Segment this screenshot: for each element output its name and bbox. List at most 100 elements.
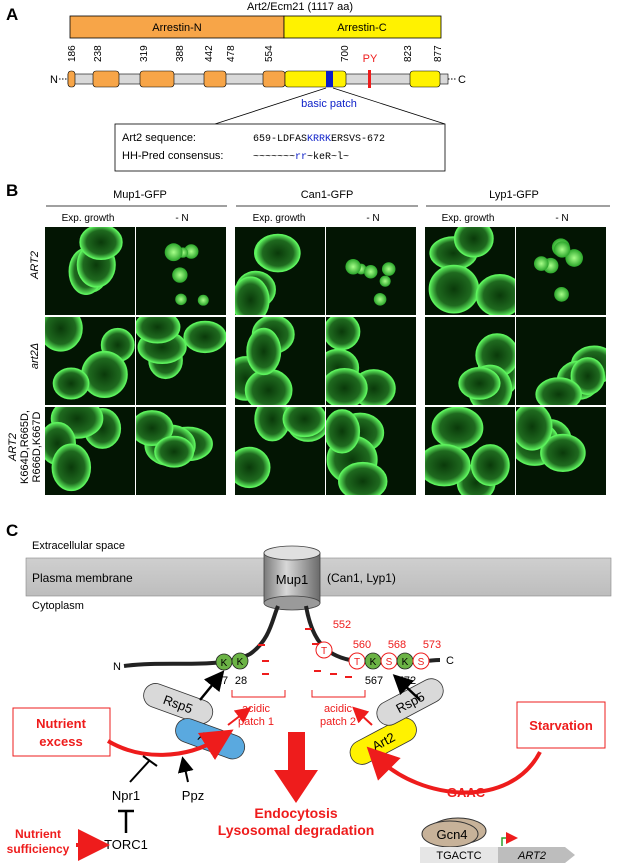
basic-patch-marker [326,71,333,87]
arrestin-n-label: Arrestin-N [152,22,202,34]
protein-backbone [67,73,449,85]
n-terminus: N [50,74,58,86]
vacuole-signal [565,249,584,267]
promoter [420,847,498,863]
micrograph-grid [45,227,606,495]
n-tail [123,605,280,668]
vacuole-signal [172,267,188,283]
num-567: 567 [365,675,383,687]
cond-label: - N [555,213,568,224]
arrestin-segment [139,70,175,88]
yeast-cell [136,317,181,344]
ub-arrow-right [392,674,421,701]
num-568: 568 [388,639,406,651]
vacuole-signal [379,275,391,287]
ub-arrow-left [199,670,225,701]
torc1-label: TORC1 [104,837,148,852]
acidic-patch-1: acidic [242,703,271,715]
yeast-cell [244,368,293,405]
ppz-label: Ppz [182,788,204,803]
vacuole-signal [363,264,378,279]
pos-442: 442 [204,45,215,62]
vacuole-signal [381,262,396,276]
art2-sequence: 659-LDFASKRRKERSVS-672 [253,134,385,145]
yeast-cell [235,446,271,489]
row-label-art2: ART2 [29,251,41,280]
svg-text:excess: excess [39,734,82,749]
excess-arrow [106,729,234,761]
pos-319: 319 [139,45,150,62]
pos-823: 823 [403,45,414,62]
mup1-label: Mup1 [276,572,309,587]
arrestin-c-domain [283,15,442,39]
yeast-cell [431,407,484,450]
num-552: 552 [333,619,351,631]
panel-b-letter: B [6,181,18,200]
vacuole-signal [554,286,569,302]
art2-gene-label: ART2 [517,850,546,862]
acidic-dashes [258,628,352,678]
lysosomal-label: Lysosomal degradation [218,822,375,838]
yeast-cell [81,350,128,398]
svg-text:Gcn4: Gcn4 [436,827,467,842]
vacuole-signal [175,293,187,306]
gaac-label: GAAC [447,785,486,800]
yeast-cell [475,274,515,315]
vacuole-signal [183,244,199,259]
yeast-cell [425,444,471,487]
paralogs-label: (Can1, Lyp1) [327,571,396,585]
panel-b: B Mup1-GFP Can1-GFP Lyp1-GFP Exp. growth… [6,181,610,503]
art2-gene [498,847,575,863]
row-label-art2-mutant: ART2 [7,433,19,462]
ppz-arrow [177,756,194,783]
group-can1: Can1-GFP [301,189,354,201]
py-label: PY [363,53,378,65]
arrestin-c-segment [284,70,347,88]
num-573: 573 [423,639,441,651]
svg-text:K: K [402,657,409,668]
yeast-cell [154,435,195,468]
cond-label: Exp. growth [253,213,306,224]
arrestin-c-label: Arrestin-C [337,22,387,34]
npr1-inhibit [129,759,151,783]
acidic-patch-2-line2: patch 2 [320,716,356,728]
yeast-cell [338,461,388,495]
vacuole-signal [533,256,549,271]
yeast-cell [282,407,325,438]
svg-text:K: K [370,657,377,668]
yeast-cell [255,233,301,273]
nutrient-excess-box [12,707,111,757]
mup1-c-term: C [446,655,454,667]
cond-label: Exp. growth [62,213,115,224]
npr1-label: Npr1 [112,788,140,803]
panel-c-letter: C [6,521,18,540]
yeast-cell [516,407,553,451]
yeast-cell [453,227,494,258]
arrestin-c-segment [409,70,441,88]
sequence-box [114,123,446,172]
svg-text:sufficiency: sufficiency [7,842,70,856]
svg-text:T: T [321,646,327,657]
svg-text:Starvation: Starvation [529,718,593,733]
arrestin-segment [262,70,286,88]
num-560: 560 [353,639,371,651]
pos-554: 554 [264,45,275,62]
endocytosis-label: Endocytosis [254,805,337,821]
yeast-cell [246,327,282,376]
arrestin-segment [92,70,120,88]
hh-consensus: ~~~~~~~rr~keR~l~ [253,151,349,163]
num-27: 27 [216,675,228,687]
vacuole-signal [164,243,183,262]
svg-text:K: K [221,658,228,669]
yeast-cell [458,367,501,400]
membrane-label: Plasma membrane [32,571,133,585]
pos-388: 388 [175,45,186,62]
cond-label: - N [366,213,379,224]
yeast-cell [540,433,586,473]
yeast-cell [428,264,480,314]
basic-patch-label: basic patch [301,98,357,110]
lysine-28 [231,652,249,670]
pos-238: 238 [93,45,104,62]
yeast-cell [79,227,123,261]
